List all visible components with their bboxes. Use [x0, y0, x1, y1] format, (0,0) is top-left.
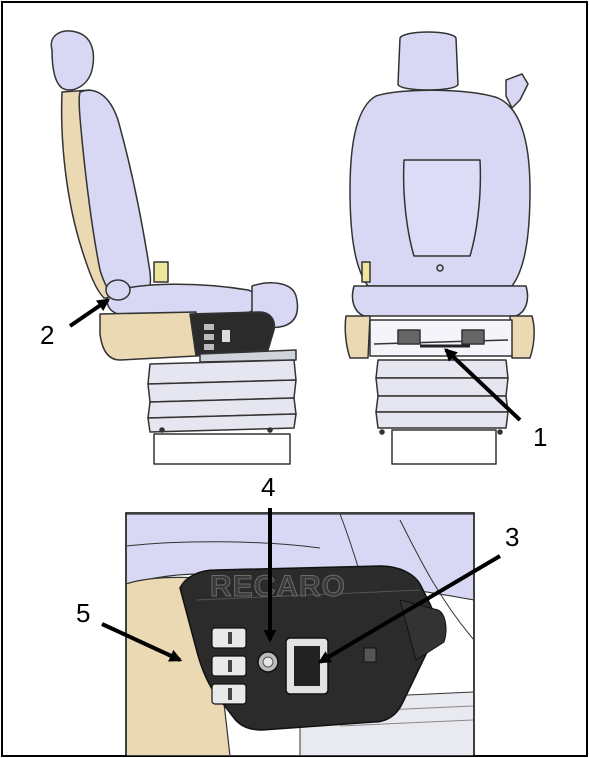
front-side-pad-right: [509, 315, 535, 359]
front-mechanism: [369, 319, 513, 357]
side-base-tan: [99, 311, 197, 361]
front-seat-cushion: [351, 285, 529, 317]
front-base-box: [391, 429, 497, 465]
callout-5: 5: [76, 598, 91, 628]
side-base-box: [153, 433, 291, 465]
seat-front-view: [344, 31, 535, 465]
callout-4: 4: [261, 472, 276, 502]
callout-3: 3: [505, 522, 520, 552]
side-bellows: [147, 359, 297, 433]
callout-1: 1: [533, 422, 548, 452]
side-headrest: [50, 30, 95, 91]
side-control-panel: [189, 311, 276, 357]
side-lever: [153, 261, 169, 283]
detail-inset: RECARO: [125, 512, 475, 757]
callout-2: 2: [40, 320, 55, 350]
front-side-pad-left: [344, 315, 371, 359]
side-knob: [105, 279, 131, 301]
front-headrest: [397, 31, 459, 91]
front-release-lever: [505, 73, 529, 109]
arrow-1: [444, 348, 522, 422]
arrow-2: [68, 298, 111, 328]
arrow-5: [101, 622, 183, 662]
brand-logo: RECARO: [210, 570, 346, 603]
detail-switch-group: [211, 627, 247, 705]
front-bellows: [375, 359, 509, 429]
seat-side-view: [50, 30, 299, 465]
arrow-3: [317, 554, 502, 664]
